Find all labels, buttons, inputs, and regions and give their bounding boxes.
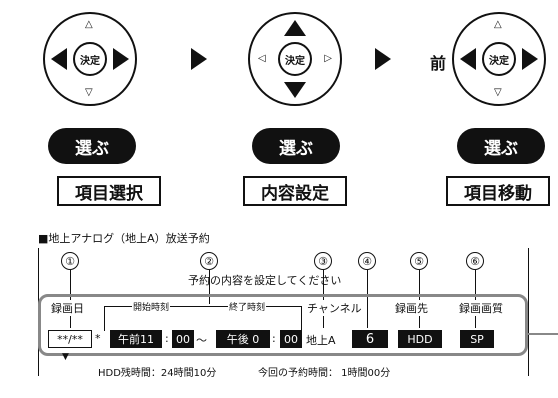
start-colon: :	[165, 332, 169, 345]
marker-6: ⑥	[466, 252, 484, 270]
start-hour-field[interactable]: 午前11	[110, 330, 162, 348]
leader-line-1	[70, 270, 71, 328]
instruction-text: 予約の内容を設定してください	[188, 274, 342, 287]
marker-4: ④	[358, 252, 376, 270]
channel-number-field[interactable]: 6	[352, 330, 388, 348]
col-quality: 録画画質	[458, 300, 504, 316]
next-step-arrow-icon	[191, 48, 207, 70]
leader-line-5	[419, 270, 420, 328]
end-colon: :	[272, 332, 276, 345]
down-outline-icon: ▽	[85, 87, 93, 98]
up-arrow-icon	[284, 20, 306, 36]
date-down-arrow-icon: ▼	[62, 352, 69, 362]
left-arrow-icon	[460, 48, 476, 70]
left-outline-icon: ◁	[258, 53, 266, 64]
destination-field[interactable]: HDD	[398, 330, 442, 348]
right-arrow-icon	[522, 48, 538, 70]
right-arrow-icon	[113, 48, 129, 70]
left-arrow-icon	[51, 48, 67, 70]
leader-line-3	[323, 270, 324, 328]
col-date: 録画日	[50, 300, 85, 316]
date-field[interactable]: **/**	[48, 330, 92, 348]
next-step-arrow-icon	[375, 48, 391, 70]
leader-line-4	[367, 270, 368, 328]
reservation-time: 今回の予約時間： 1時間00分	[258, 368, 391, 379]
time-bracket	[104, 306, 302, 331]
up-outline-icon: △	[494, 19, 502, 30]
col-destination: 録画先	[394, 300, 429, 316]
dpad-2[interactable]: ◁ ▷ 決定	[248, 12, 342, 106]
right-outline-icon: ▷	[324, 53, 332, 64]
leader-line-6	[475, 270, 476, 328]
marker-2: ②	[200, 252, 218, 270]
down-outline-icon: ▽	[494, 87, 502, 98]
marker-3: ③	[314, 252, 332, 270]
down-arrow-icon	[284, 82, 306, 98]
enter-button[interactable]: 決定	[278, 42, 312, 76]
mae-label: 前	[430, 54, 447, 73]
col-start-time: 開始時刻	[132, 300, 171, 313]
reservation-dialog	[38, 294, 528, 356]
step-label-content-set: 内容設定	[243, 176, 347, 206]
quality-field[interactable]: SP	[460, 330, 494, 348]
col-end-time: 終了時刻	[228, 300, 267, 313]
select-pill-2: 選ぶ	[252, 128, 340, 164]
step-label-item-select: 項目選択	[57, 176, 161, 206]
dialog-pointer-line	[528, 333, 558, 335]
start-minute-field[interactable]: 00	[172, 330, 194, 348]
enter-button[interactable]: 決定	[482, 42, 516, 76]
leader-line-2	[209, 270, 210, 304]
dpad-1[interactable]: △ ▽ 決定	[43, 12, 137, 106]
end-minute-field[interactable]: 00	[280, 330, 302, 348]
up-outline-icon: △	[85, 19, 93, 30]
hdd-remaining: HDD残時間：24時間10分	[98, 368, 217, 379]
enter-button[interactable]: 決定	[73, 42, 107, 76]
dpad-3[interactable]: △ ▽ 決定	[452, 12, 546, 106]
step-label-item-move: 項目移動	[446, 176, 550, 206]
marker-1: ①	[61, 252, 79, 270]
tilde: 〜	[196, 334, 207, 347]
end-hour-field[interactable]: 午後 0	[216, 330, 270, 348]
weekday-field[interactable]: *	[95, 332, 101, 345]
panel-right-border	[528, 248, 529, 376]
channel-field[interactable]: 地上A	[306, 334, 336, 347]
col-channel: チャンネル	[306, 300, 363, 316]
select-pill-1: 選ぶ	[48, 128, 136, 164]
panel-title: ■地上アナログ（地上A）放送予約	[38, 232, 210, 245]
marker-5: ⑤	[410, 252, 428, 270]
select-pill-3: 選ぶ	[457, 128, 545, 164]
